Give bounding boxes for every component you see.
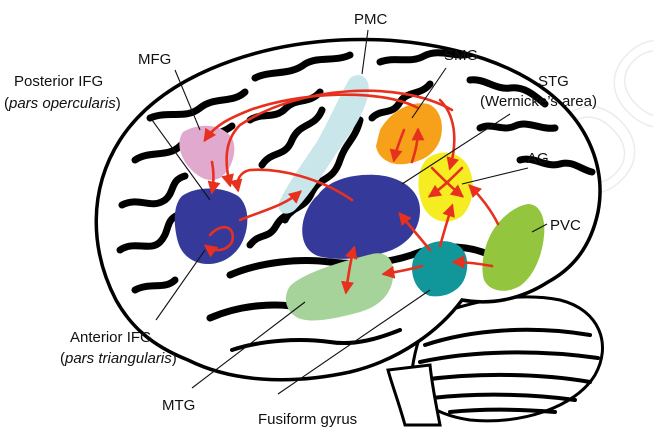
fusiform-region-shape <box>412 241 468 297</box>
label-anterior-ifg-line2: (pars triangularis) <box>60 350 177 367</box>
arrow-ifg-loop <box>203 225 234 258</box>
arrow-ifg-to-pmc <box>238 190 302 222</box>
region-mtg <box>285 253 394 321</box>
region-stg <box>302 174 420 259</box>
mtg-region-shape <box>285 253 394 321</box>
label-mfg: MFG <box>138 51 171 68</box>
region-mfg <box>179 125 235 181</box>
label-anterior-ifg-line1: Anterior IFG <box>70 329 152 346</box>
label-pvc: PVC <box>550 217 581 234</box>
brain-stem <box>386 363 442 427</box>
label-fusiform-gyrus: Fusiform gyrus <box>258 411 357 428</box>
arrow-fusiform-to-stg <box>398 212 432 252</box>
ag-region-shape <box>418 152 473 222</box>
arrow-pvc-to-ag <box>468 184 500 226</box>
arrow-mfg-to-ifg <box>207 160 221 195</box>
label-ag: AG <box>527 150 549 167</box>
label-posterior-ifg-line2: (pars opercularis) <box>4 95 121 112</box>
stg-region-shape <box>302 174 420 259</box>
region-fusiform <box>412 241 468 297</box>
region-pmc <box>278 75 369 214</box>
label-pmc: PMC <box>354 11 388 28</box>
connectivity-arrows <box>203 89 500 295</box>
arrow-smg-to-ag <box>438 98 460 171</box>
label-stg-line2: (Wernicke’s area) <box>480 93 597 110</box>
pmc-region-shape <box>278 75 369 214</box>
arrow-ag-to-ifg-long <box>221 89 454 188</box>
label-stg-line1: STG <box>538 73 569 90</box>
arrow-smg-to-stg <box>389 128 406 163</box>
label-leaders <box>151 29 548 395</box>
pvc-region-shape <box>482 204 545 291</box>
arrow-pvc-to-fusiform <box>451 255 494 269</box>
arrow-fusiform-to-mtg <box>381 264 424 279</box>
label-smg: SMG <box>444 47 478 64</box>
arrow-stg-to-ifg <box>229 168 354 202</box>
arrow-smg-to-mfg <box>203 93 420 143</box>
arrow-stg-to-smg <box>410 127 425 164</box>
labels: PMC MFG SMG STG (Wernicke’s area) AG PVC… <box>4 11 597 428</box>
arrow-fusiform-to-ag <box>438 203 455 248</box>
label-mtg: MTG <box>162 397 195 414</box>
region-ag <box>418 152 473 222</box>
region-pvc <box>482 204 545 291</box>
label-posterior-ifg-line1: Posterior IFG <box>14 73 103 90</box>
mfg-region-shape <box>179 125 235 181</box>
arrow-ag-cross-2 <box>427 166 464 198</box>
arrow-stg-to-mtg <box>341 245 358 295</box>
